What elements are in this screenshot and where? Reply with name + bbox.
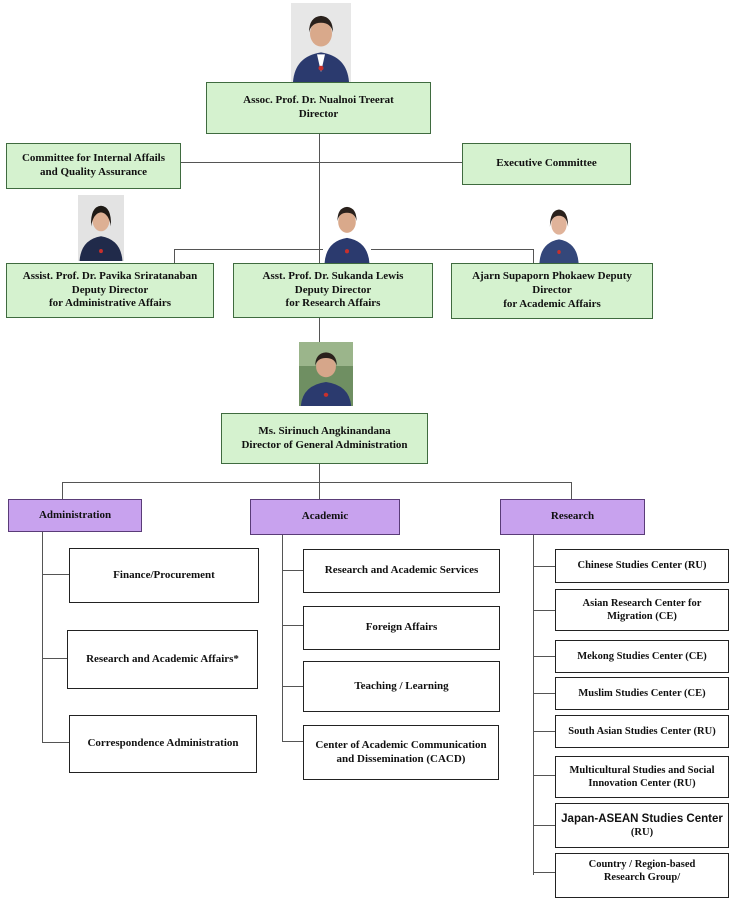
research-unit-label-2: Research Group/ <box>603 872 681 884</box>
division-administration: Administration <box>8 499 142 532</box>
division-research: Research <box>500 499 645 535</box>
connector <box>282 535 283 741</box>
academic-unit-box: Foreign Affairs <box>303 606 500 650</box>
academic-unit-label: Center of Academic Communication <box>315 738 487 751</box>
research-unit-box: Muslim Studies Center (CE) <box>555 677 729 710</box>
connector <box>533 249 534 263</box>
research-unit-label-2: Migration (CE) <box>607 611 677 622</box>
division-administration-label: Administration <box>38 508 112 521</box>
research-unit-label: South Asian Studies Center (RU) <box>568 725 716 737</box>
admin-unit-box: Research and Academic Affairs* <box>67 630 258 689</box>
research-unit-box: Chinese Studies Center (RU) <box>555 549 729 583</box>
connector <box>319 318 320 342</box>
division-academic: Academic <box>250 499 400 535</box>
research-unit-label: Chinese Studies Center (RU) <box>577 560 707 572</box>
research-unit-label: Muslim Studies Center (CE) <box>578 687 706 699</box>
division-research-label: Research <box>550 510 595 523</box>
deputy-academic-name: Ajarn Supaporn Phokaew Deputy <box>472 270 632 283</box>
connector <box>282 686 303 687</box>
admin-unit-label: Correspondence Administration <box>87 737 239 750</box>
connector <box>62 482 572 483</box>
connector <box>533 872 555 873</box>
connector <box>533 535 534 875</box>
director-title: Director <box>298 108 339 120</box>
connector <box>533 610 555 611</box>
research-unit-label: Asian Research Center for <box>582 597 702 609</box>
academic-unit-label: Research and Academic Services <box>324 564 479 577</box>
director-box: Assoc. Prof. Dr. Nualnoi Treerat Directo… <box>206 82 431 134</box>
academic-unit-label: Foreign Affairs <box>365 621 438 634</box>
deputy-academic-affairs: for Academic Affairs <box>503 297 601 310</box>
research-unit-label: Multicultural Studies and Social <box>569 764 715 776</box>
research-unit-box: Country / Region-based Research Group/ <box>555 853 729 898</box>
academic-unit-box: Research and Academic Services <box>303 549 500 593</box>
general-admin-box: Ms. Sirinuch Angkinandana Director of Ge… <box>221 413 428 464</box>
research-unit-box: Mekong Studies Center (CE) <box>555 640 729 673</box>
connector <box>62 482 63 499</box>
research-unit-label: Mekong Studies Center (CE) <box>577 650 707 662</box>
executive-committee-box: Executive Committee <box>462 143 631 185</box>
connector <box>533 731 555 732</box>
deputy-research-title: Deputy Director <box>294 283 372 296</box>
connector <box>282 570 303 571</box>
connector <box>319 482 320 499</box>
connector <box>282 625 303 626</box>
connector <box>174 249 175 263</box>
deputy-admin-box: Assist. Prof. Dr. Pavika Sriratanaban De… <box>6 263 214 318</box>
division-academic-label: Academic <box>301 510 349 523</box>
research-unit-box: Japan-ASEAN Studies Center (RU) <box>555 803 729 848</box>
deputy-academic-box: Ajarn Supaporn Phokaew Deputy Director f… <box>451 263 653 319</box>
research-unit-label-2: (RU) <box>630 827 654 839</box>
portrait-general-admin <box>299 342 353 406</box>
academic-unit-box: Center of Academic Communication and Dis… <box>303 725 499 780</box>
connector <box>319 133 320 318</box>
research-unit-box: Multicultural Studies and Social Innovat… <box>555 756 729 798</box>
deputy-research-affairs: for Research Affairs <box>285 297 381 310</box>
research-unit-box: South Asian Studies Center (RU) <box>555 715 729 748</box>
academic-unit-label: Teaching / Learning <box>354 679 449 692</box>
connector <box>42 742 69 743</box>
connector <box>533 693 555 694</box>
connector <box>533 825 555 826</box>
research-unit-label: Country / Region-based <box>588 859 696 870</box>
portrait-deputy-admin <box>78 195 124 261</box>
connector <box>181 162 462 163</box>
research-unit-label-2: Innovation Center (RU) <box>588 778 696 789</box>
connector <box>533 775 555 776</box>
deputy-admin-title: Deputy Director <box>71 283 149 296</box>
connector <box>42 574 69 575</box>
admin-unit-box: Correspondence Administration <box>69 715 257 773</box>
connector <box>282 741 303 742</box>
portrait-deputy-academic <box>538 200 580 263</box>
director-name: Assoc. Prof. Dr. Nualnoi Treerat <box>243 94 394 107</box>
portrait-deputy-research <box>323 196 371 263</box>
research-unit-label: Japan-ASEAN Studies Center <box>561 812 723 825</box>
admin-unit-box: Finance/Procurement <box>69 548 259 603</box>
academic-unit-label-2: and Dissemination (CACD) <box>336 752 466 765</box>
general-admin-name: Ms. Sirinuch Angkinandana <box>258 424 391 437</box>
deputy-academic-title: Director <box>532 284 572 297</box>
executive-committee-label: Executive Committee <box>496 157 597 170</box>
connector <box>533 656 555 657</box>
committee-internal-affairs-line2: and Quality Assurance <box>40 166 147 178</box>
connector <box>571 482 572 499</box>
connector <box>533 566 555 567</box>
connector <box>319 464 320 482</box>
deputy-research-name: Asst. Prof. Dr. Sukanda Lewis <box>262 269 404 282</box>
deputy-admin-affairs: for Administrative Affairs <box>48 297 171 310</box>
admin-unit-label: Finance/Procurement <box>113 568 215 581</box>
portrait-director <box>291 3 351 82</box>
deputy-admin-name: Assist. Prof. Dr. Pavika Sriratanaban <box>22 269 198 282</box>
connector <box>42 532 43 742</box>
general-admin-title: Director of General Administration <box>241 438 408 451</box>
committee-internal-affairs-line1: Committee for Internal Affails <box>21 152 166 165</box>
admin-unit-label: Research and Academic Affairs* <box>86 652 239 665</box>
academic-unit-box: Teaching / Learning <box>303 661 500 712</box>
connector <box>42 658 67 659</box>
deputy-research-box: Asst. Prof. Dr. Sukanda Lewis Deputy Dir… <box>233 263 433 318</box>
committee-internal-affairs-box: Committee for Internal Affails and Quali… <box>6 143 181 189</box>
research-unit-box: Asian Research Center for Migration (CE) <box>555 589 729 631</box>
